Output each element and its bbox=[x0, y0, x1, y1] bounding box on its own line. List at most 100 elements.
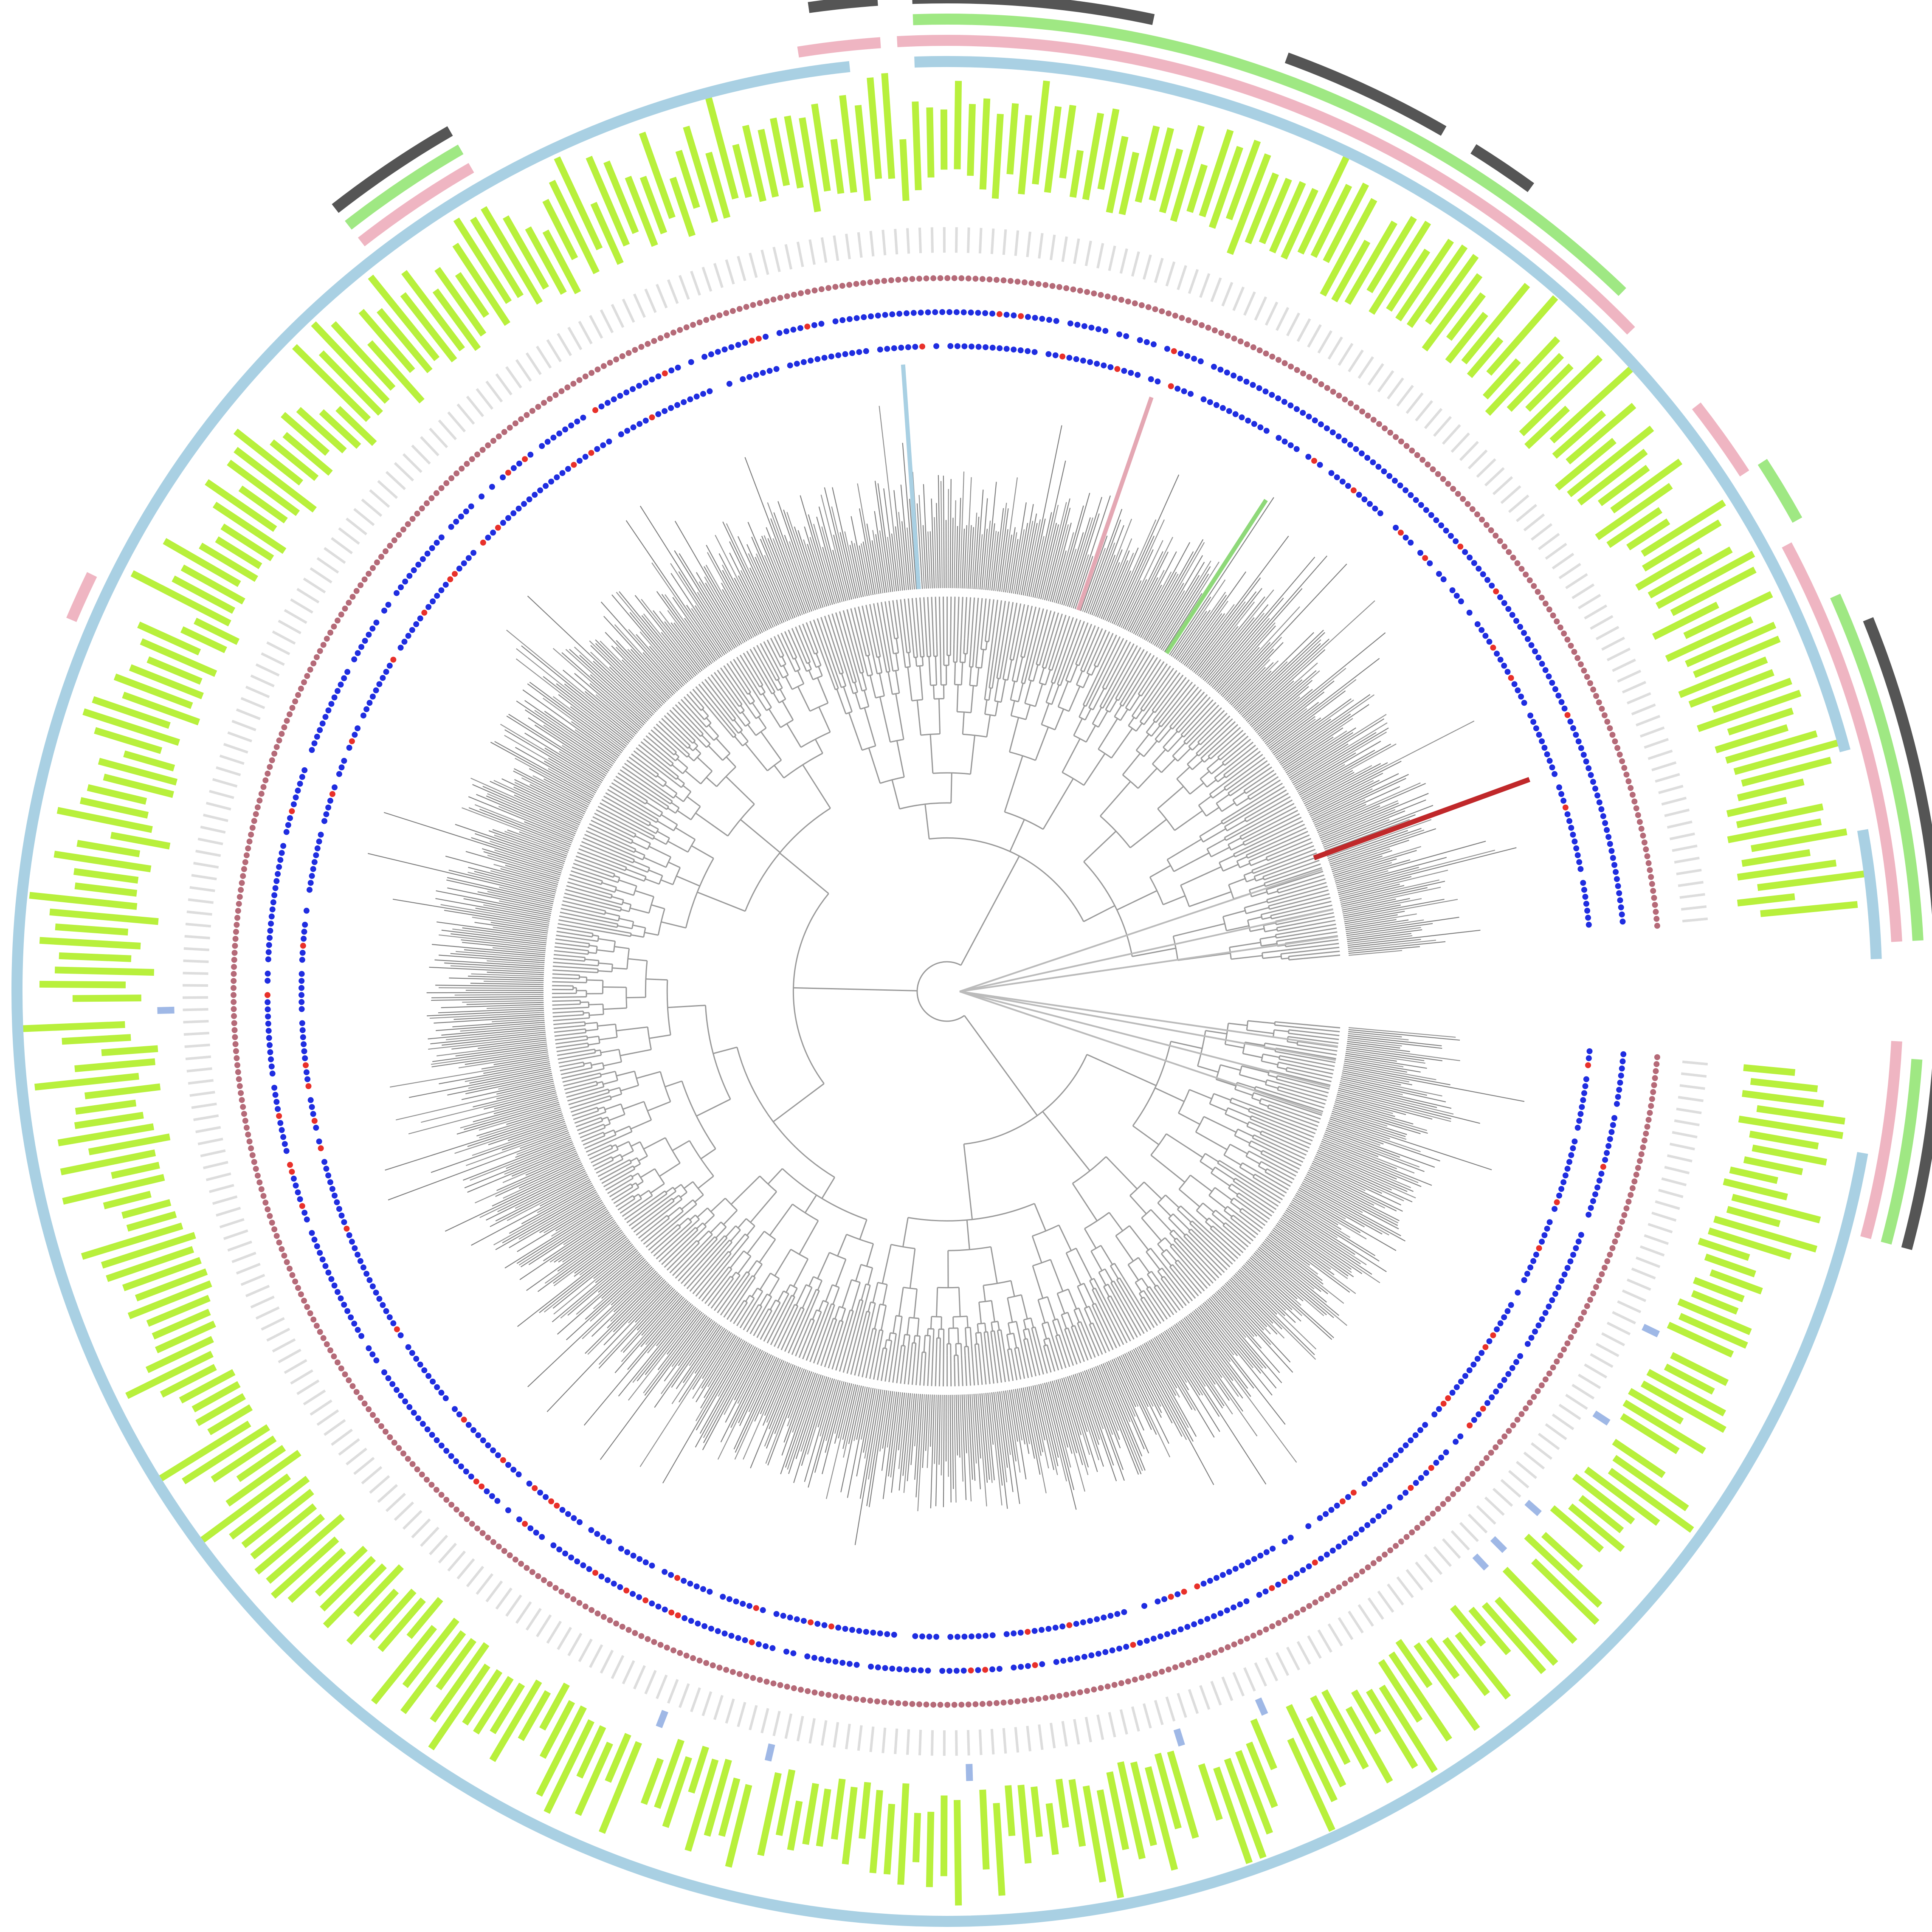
ring-dot bbox=[1577, 1111, 1584, 1117]
tree-branch bbox=[904, 599, 910, 642]
ring-dot bbox=[299, 999, 305, 1005]
tree-branch bbox=[1172, 1264, 1179, 1272]
tip-label bbox=[1150, 1339, 1193, 1410]
tree-branch bbox=[618, 879, 637, 887]
ring-dot bbox=[1251, 421, 1257, 427]
ring-dot bbox=[1339, 479, 1346, 485]
tree-branch bbox=[606, 1144, 611, 1148]
ring-dot bbox=[997, 345, 1003, 352]
ring-dot bbox=[505, 470, 511, 476]
tree-branch bbox=[1245, 1197, 1273, 1217]
tree-branch bbox=[656, 831, 670, 839]
ring-dot bbox=[1568, 1334, 1574, 1341]
ring-dot bbox=[1552, 686, 1558, 692]
ring-dot bbox=[589, 1607, 595, 1613]
tree-branch bbox=[552, 1014, 576, 1018]
tree-branch-arc bbox=[997, 677, 1000, 679]
tip-label bbox=[767, 1369, 805, 1466]
tree-branch bbox=[1241, 763, 1270, 784]
ring-dot bbox=[366, 631, 372, 638]
tip-label bbox=[1117, 1357, 1152, 1430]
ring-dot bbox=[376, 681, 383, 687]
ring-dot bbox=[884, 346, 890, 352]
tip-label bbox=[1229, 1279, 1273, 1324]
tree-branch bbox=[1047, 1322, 1053, 1338]
tip-label bbox=[1329, 1120, 1421, 1152]
tree-branch bbox=[1172, 1243, 1179, 1251]
tree-branch bbox=[620, 1159, 630, 1166]
tip-label bbox=[1268, 1234, 1310, 1266]
ring-dot bbox=[1648, 1103, 1654, 1109]
tree-branch bbox=[1248, 1145, 1262, 1153]
tree-branch bbox=[773, 1083, 825, 1123]
tip-label bbox=[851, 516, 868, 596]
tip-label bbox=[955, 526, 958, 589]
ring-dot bbox=[1181, 388, 1187, 394]
ring-dot bbox=[1418, 502, 1424, 508]
tree-branch bbox=[1114, 705, 1122, 717]
ring-dot bbox=[983, 1633, 989, 1639]
tip-label bbox=[781, 1371, 812, 1456]
ring-dot bbox=[1164, 346, 1170, 352]
tree-branch bbox=[1083, 831, 1117, 862]
ring-dot bbox=[1530, 1258, 1537, 1264]
ring-dot bbox=[1011, 1630, 1017, 1636]
tree-branch bbox=[872, 1282, 879, 1303]
tip-label bbox=[1145, 1342, 1177, 1396]
ring-dot bbox=[1376, 1556, 1382, 1562]
ring-dot bbox=[464, 1516, 470, 1522]
ring-dot bbox=[468, 1473, 474, 1480]
tree-branch bbox=[1217, 752, 1224, 758]
ring-dot bbox=[1615, 1094, 1621, 1100]
ring-dot bbox=[606, 1538, 612, 1545]
tree-branch bbox=[1202, 1203, 1214, 1213]
tree-branch bbox=[616, 1070, 635, 1077]
tree-branch bbox=[1208, 746, 1219, 757]
ring-dot bbox=[749, 338, 755, 344]
tree-branch bbox=[611, 1189, 628, 1201]
tip-label bbox=[1198, 1307, 1238, 1356]
tree-branch bbox=[1149, 865, 1171, 878]
ring-dot bbox=[1408, 1437, 1414, 1444]
ring-dot bbox=[373, 687, 379, 693]
tip-label bbox=[891, 1392, 903, 1493]
ring-dot bbox=[265, 956, 271, 963]
tree-branch bbox=[1230, 1217, 1238, 1224]
ring-dot bbox=[532, 1485, 538, 1491]
tree-branch bbox=[877, 603, 887, 649]
tree-branch bbox=[648, 1231, 670, 1251]
ring-dot bbox=[1414, 1525, 1420, 1531]
tree-branch bbox=[1301, 1070, 1332, 1079]
tree-branch bbox=[578, 1035, 587, 1038]
tree-branch bbox=[957, 597, 960, 644]
tree-branch bbox=[653, 726, 682, 753]
ring-dot bbox=[1489, 1394, 1495, 1400]
tip-label bbox=[825, 1381, 843, 1441]
ring-dot bbox=[947, 343, 954, 349]
tree-branch bbox=[1132, 947, 1176, 958]
tip-label bbox=[1155, 1336, 1189, 1391]
tip-label bbox=[431, 944, 546, 955]
tree-branch bbox=[729, 661, 746, 684]
ring-dot bbox=[479, 1483, 485, 1490]
tip-label bbox=[1316, 1152, 1408, 1192]
ring-dot bbox=[358, 1333, 364, 1339]
tree-branch bbox=[1026, 607, 1040, 661]
ring-dot bbox=[370, 1412, 376, 1418]
tree-branch bbox=[552, 981, 580, 983]
tip-label bbox=[927, 1394, 931, 1468]
ring-dot bbox=[314, 845, 321, 851]
ring-dot bbox=[683, 1653, 690, 1659]
tree-branch bbox=[556, 931, 586, 937]
tip-label bbox=[1193, 1310, 1254, 1389]
ring-dot bbox=[1601, 1265, 1608, 1271]
tree-branch bbox=[577, 852, 611, 866]
tree-branch bbox=[1248, 769, 1275, 789]
tip-label bbox=[929, 531, 933, 589]
tree-branch bbox=[1166, 687, 1199, 725]
tree-branch bbox=[604, 873, 614, 878]
ring-dot bbox=[419, 1471, 425, 1478]
ring-dot bbox=[773, 366, 780, 372]
tip-label bbox=[910, 1394, 917, 1465]
tree-branch bbox=[665, 1186, 673, 1193]
